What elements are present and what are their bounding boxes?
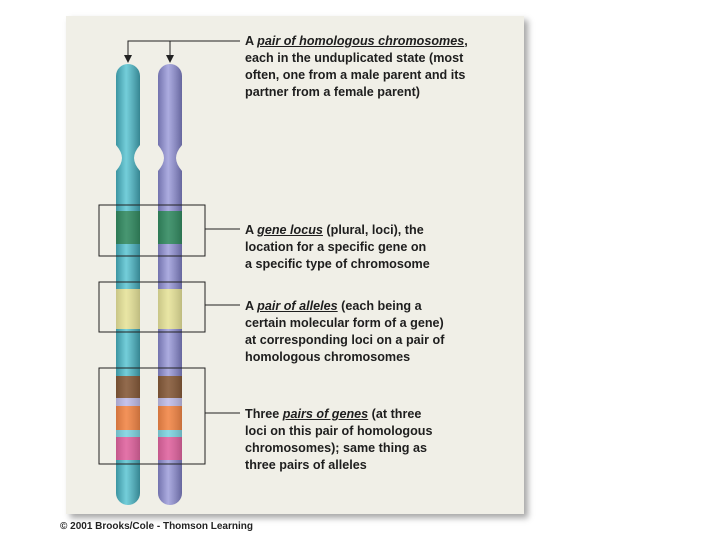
locus-caption-first-line: A gene locus (plural, loci), the <box>245 222 530 239</box>
genes-line: three pairs of alleles <box>245 458 367 472</box>
genes-callout-box <box>98 367 206 465</box>
locus-post: (plural, loci), the <box>322 223 424 237</box>
alleles-pre: A <box>245 299 258 313</box>
alleles-caption: A pair of alleles (each being a certain … <box>245 298 530 366</box>
arrowhead-right-icon <box>166 55 174 63</box>
homologous-caption-first-line: A pair of homologous chromosomes, <box>245 33 530 50</box>
homologous-line: often, one from a male parent and its <box>245 68 466 82</box>
alleles-caption-first-line: A pair of alleles (each being a <box>245 298 530 315</box>
genes-line: loci on this pair of homologous <box>245 424 433 438</box>
locus-caption: A gene locus (plural, loci), the locatio… <box>245 222 530 273</box>
genes-term: pairs of genes <box>282 407 369 421</box>
alleles-line: homologous chromosomes <box>245 350 411 364</box>
copyright-notice: © 2001 Brooks/Cole - Thomson Learning <box>60 521 253 532</box>
alleles-post: (each being a <box>337 299 422 313</box>
genes-post: (at three <box>368 407 422 421</box>
chromosome-left <box>116 64 140 505</box>
chromosome-right <box>158 64 182 505</box>
alleles-term: pair of alleles <box>257 299 338 313</box>
genes-pre: Three <box>245 407 283 421</box>
homologous-term: pair of homologous chromosomes <box>257 34 465 48</box>
locus-line: location for a specific gene on <box>245 240 427 254</box>
genes-caption: Three pairs of genes (at three loci on t… <box>245 406 530 474</box>
homologous-line: partner from a female parent) <box>245 85 420 99</box>
arrowhead-left-icon <box>124 55 132 63</box>
locus-term: gene locus <box>257 223 323 237</box>
homologous-post: , <box>464 34 468 48</box>
alleles-line: at corresponding loci on a pair of <box>245 333 445 347</box>
locus-callout-box <box>98 204 206 257</box>
homologous-pre: A <box>245 34 258 48</box>
locus-line: a specific type of chromosome <box>245 257 430 271</box>
alleles-line: certain molecular form of a gene) <box>245 316 444 330</box>
locus-pre: A <box>245 223 258 237</box>
diagram-panel <box>66 16 524 514</box>
genes-caption-first-line: Three pairs of genes (at three <box>245 406 530 423</box>
alleles-callout-box <box>98 281 206 333</box>
homologous-caption: A pair of homologous chromosomes, each i… <box>245 33 530 101</box>
homologous-pointer <box>124 40 240 63</box>
genes-line: chromosomes); same thing as <box>245 441 427 455</box>
homologous-line: each in the unduplicated state (most <box>245 51 464 65</box>
